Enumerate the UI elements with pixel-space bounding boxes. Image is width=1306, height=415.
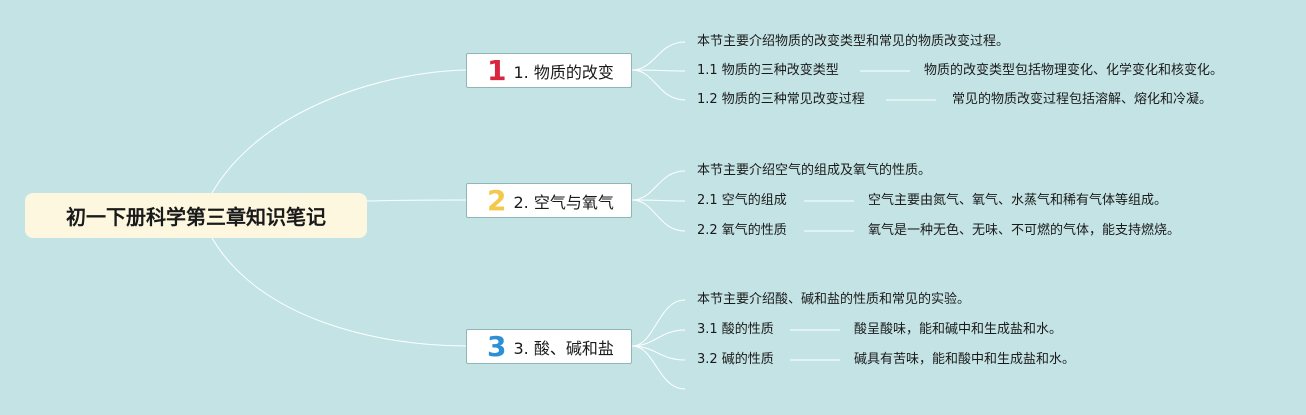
branch-label-1: 1. 物质的改变: [513, 62, 614, 82]
connector-b1-sub1: [631, 69, 686, 72]
branch-topic-1[interactable]: 1 1. 物质的改变: [466, 53, 632, 88]
root-title: 初一下册科学第三章知识笔记: [66, 205, 326, 229]
connector-root-branch-2: [366, 199, 467, 202]
number-2-icon: 2: [487, 183, 507, 217]
branch-1-intro[interactable]: 本节主要介绍物质的改变类型和常见的物质改变过程。: [697, 34, 1010, 49]
connector-b2-sub1: [631, 199, 686, 202]
root-topic[interactable]: 初一下册科学第三章知识笔记: [25, 193, 367, 238]
branch-2-sub-2-title[interactable]: 2.2 氧气的性质: [697, 223, 787, 238]
branch-topic-3[interactable]: 3 3. 酸、碱和盐: [466, 329, 632, 364]
branch-3-sub-2-detail[interactable]: 碱具有苦味，能和酸中和生成盐和水。: [854, 352, 1076, 367]
branch-2-sub-1-title[interactable]: 2.1 空气的组成: [697, 193, 787, 208]
number-3-icon: 3: [487, 329, 507, 363]
branch-label-3: 3. 酸、碱和盐: [513, 338, 614, 358]
connector-b2-sub2: [631, 199, 686, 232]
connector-root-branch-1: [211, 69, 467, 194]
branch-3-sub-1-detail[interactable]: 酸呈酸味，能和碱中和生成盐和水。: [854, 322, 1063, 337]
branch-2-sub-2-detail[interactable]: 氧气是一种无色、无味、不可燃的气体，能支持燃烧。: [868, 223, 1181, 238]
connector-b1-intro: [631, 41, 686, 71]
connector-b3-sub1: [631, 329, 686, 347]
branch-topic-2[interactable]: 2 2. 空气与氧气: [466, 183, 632, 218]
connector-b1-sub2: [631, 69, 686, 101]
connector-b2-intro: [631, 170, 686, 201]
branch-label-2: 2. 空气与氧气: [513, 192, 614, 212]
connector-b3-extra: [631, 345, 686, 390]
branch-1-sub-2-title[interactable]: 1.2 物质的三种常见改变过程: [697, 92, 865, 107]
connector-root-branch-3: [211, 237, 467, 347]
branch-3-intro[interactable]: 本节主要介绍酸、碱和盐的性质和常见的实验。: [697, 292, 971, 307]
connector-b3-intro: [631, 299, 686, 347]
branch-3-sub-1-title[interactable]: 3.1 酸的性质: [697, 322, 774, 337]
branch-3-sub-2-title[interactable]: 3.2 碱的性质: [697, 352, 774, 367]
branch-1-sub-1-detail[interactable]: 物质的改变类型包括物理变化、化学变化和核变化。: [924, 63, 1224, 78]
branch-1-sub-2-detail[interactable]: 常见的物质改变过程包括溶解、熔化和冷凝。: [952, 92, 1213, 107]
branch-1-sub-1-title[interactable]: 1.1 物质的三种改变类型: [697, 63, 839, 78]
branch-2-intro[interactable]: 本节主要介绍空气的组成及氧气的性质。: [697, 163, 932, 178]
branch-2-sub-1-detail[interactable]: 空气主要由氮气、氧气、水蒸气和稀有气体等组成。: [868, 193, 1168, 208]
number-1-icon: 1: [487, 53, 507, 87]
